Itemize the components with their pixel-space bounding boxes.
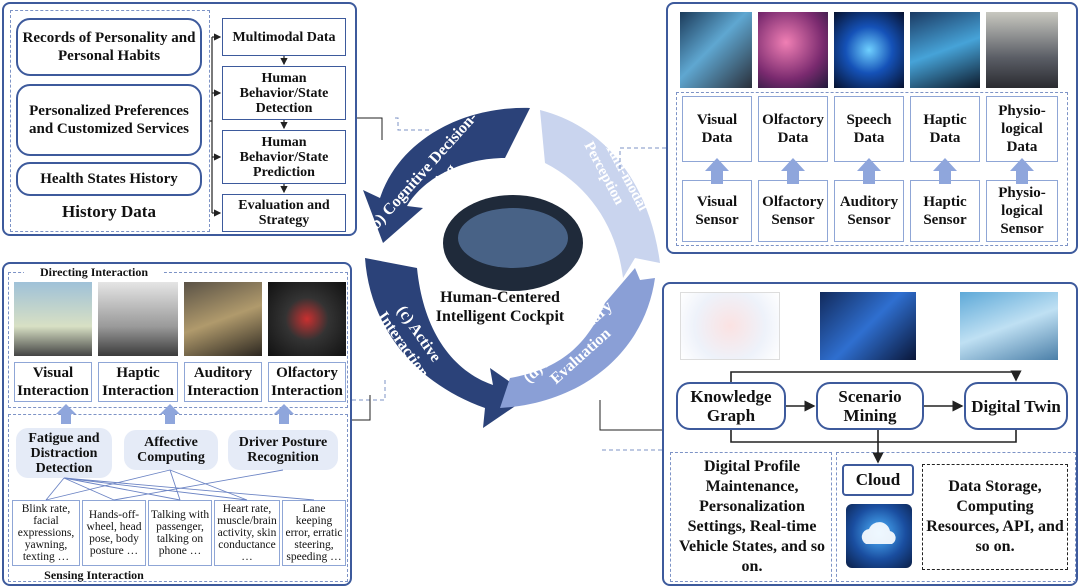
evaluation-panel: Knowledge Graph Scenario Mining Digital … bbox=[662, 282, 1078, 586]
interaction-connectors bbox=[45, 404, 315, 501]
perception-panel: Visual Data Olfactory Data Speech Data H… bbox=[666, 2, 1078, 254]
auditory-interaction: Auditory Interaction bbox=[184, 362, 262, 402]
cloud-icon bbox=[846, 504, 912, 568]
cockpit-photo-highlight bbox=[458, 208, 568, 268]
arc-evolutionary bbox=[500, 268, 655, 408]
visual-data: Visual Data bbox=[682, 96, 752, 162]
directing-group bbox=[8, 272, 348, 408]
flow-multimodal-data: Multimodal Data bbox=[222, 18, 346, 56]
speech-photo bbox=[834, 12, 904, 88]
driver-posture-recognition: Driver Posture Recognition bbox=[228, 430, 338, 470]
scenario-mining: Scenario Mining bbox=[816, 382, 924, 430]
olfactory-sensor: Olfactory Sensor bbox=[758, 180, 828, 242]
center-title: Human-Centered Intelligent Cockpit bbox=[435, 289, 565, 325]
knowledge-graph-photo bbox=[680, 292, 780, 360]
digital-twin: Digital Twin bbox=[964, 382, 1068, 430]
arc-perception bbox=[540, 110, 660, 278]
physiological-data: Physio-logical Data bbox=[986, 96, 1058, 162]
cloud-group bbox=[836, 452, 1076, 582]
storage-box bbox=[922, 464, 1068, 570]
speech-data: Speech Data bbox=[834, 96, 904, 162]
knowledge-graph: Knowledge Graph bbox=[676, 382, 786, 430]
olfactory-photo bbox=[758, 12, 828, 88]
signal-driving: Lane keeping error, erratic steering, sp… bbox=[282, 500, 346, 566]
history-title: History Data bbox=[62, 202, 156, 221]
physiological-photo bbox=[986, 12, 1058, 88]
haptic-sensor: Haptic Sensor bbox=[910, 180, 980, 242]
cloud-label: Cloud bbox=[842, 464, 914, 496]
visual-photo bbox=[680, 12, 752, 88]
cloud-shape bbox=[861, 522, 896, 544]
directing-title: Directing Interaction bbox=[24, 265, 164, 279]
flow-detection: Human Behavior/State Detection bbox=[222, 66, 346, 120]
signal-talking: Talking with passenger, talking on phone… bbox=[148, 500, 212, 566]
haptic-interaction: Haptic Interaction bbox=[98, 362, 178, 402]
history-item-health: Health States History bbox=[16, 162, 202, 196]
olfactory-interaction-photo bbox=[268, 282, 346, 356]
signal-posture: Hands-off-wheel, head pose, body posture… bbox=[82, 500, 146, 566]
olfactory-interaction: Olfactory Interaction bbox=[268, 362, 346, 402]
history-items-group bbox=[10, 10, 210, 232]
perception-up-arrows bbox=[705, 158, 1034, 184]
scenario-mining-photo bbox=[820, 292, 916, 360]
cycle-diagram bbox=[363, 107, 660, 428]
history-item-preferences: Personalized Preferences and Customized … bbox=[16, 84, 202, 156]
arc-cognitive bbox=[363, 107, 530, 243]
flow-evaluation: Evaluation and Strategy bbox=[222, 194, 346, 232]
haptic-interaction-photo bbox=[98, 282, 178, 356]
olfactory-data: Olfactory Data bbox=[758, 96, 828, 162]
storage-text: Data Storage, Computing Resources, API, … bbox=[926, 478, 1064, 555]
profile-box bbox=[670, 452, 832, 582]
signal-face: Blink rate, facial expressions, yawning,… bbox=[12, 500, 80, 566]
digital-twin-photo bbox=[960, 292, 1058, 360]
history-panel: Records of Personality and Personal Habi… bbox=[2, 2, 357, 236]
profile-text: Digital Profile Maintenance, Personaliza… bbox=[678, 458, 826, 575]
affective-computing: Affective Computing bbox=[124, 430, 218, 470]
arc-active bbox=[365, 258, 530, 428]
visual-interaction-photo bbox=[14, 282, 92, 356]
physiological-sensor: Physio-logical Sensor bbox=[986, 180, 1058, 242]
interaction-panel: Directing Interaction Visual Interaction… bbox=[2, 262, 352, 586]
sensing-title: Sensing Interaction bbox=[44, 568, 144, 582]
haptic-photo bbox=[910, 12, 980, 88]
sensing-group bbox=[8, 414, 348, 582]
signal-physiology: Heart rate, muscle/brain activity, skin … bbox=[214, 500, 280, 566]
evaluation-connectors bbox=[730, 370, 1022, 464]
history-item-personality: Records of Personality and Personal Habi… bbox=[16, 18, 202, 76]
auditory-interaction-photo bbox=[184, 282, 262, 356]
perception-grid bbox=[676, 92, 1068, 246]
haptic-data: Haptic Data bbox=[910, 96, 980, 162]
history-connectors bbox=[210, 33, 288, 217]
fatigue-detection: Fatigue and Distraction Detection bbox=[16, 428, 112, 478]
visual-interaction: Visual Interaction bbox=[14, 362, 92, 402]
flow-prediction: Human Behavior/State Prediction bbox=[222, 130, 346, 184]
auditory-sensor: Auditory Sensor bbox=[834, 180, 904, 242]
